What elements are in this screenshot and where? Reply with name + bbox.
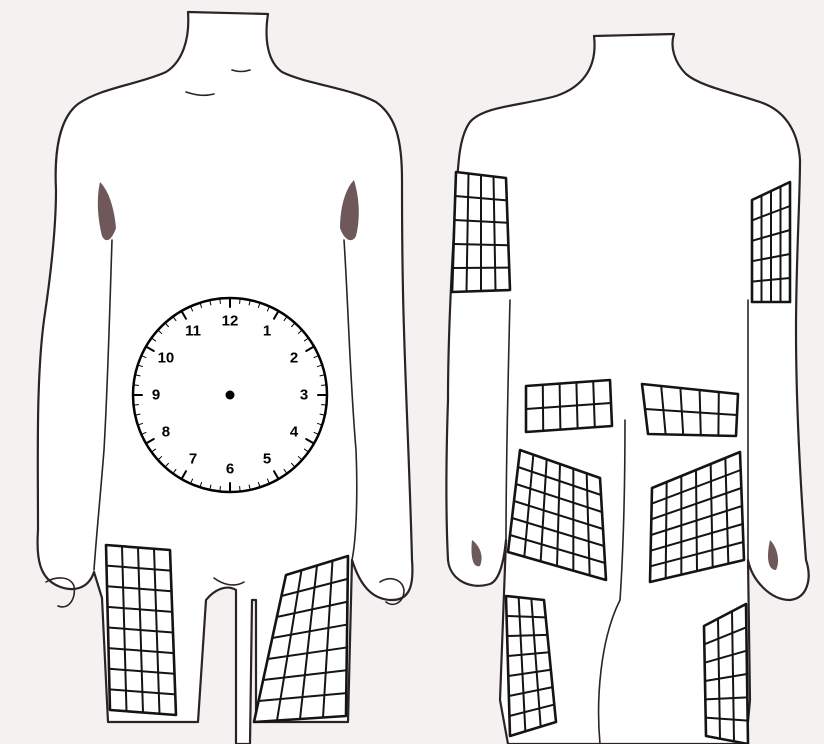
zone-back-arm-right <box>752 182 790 302</box>
zone-grid-row-line <box>507 635 547 636</box>
zone-back-thigh-right <box>704 604 748 744</box>
clock-number: 4 <box>290 424 299 441</box>
clock-number: 12 <box>222 313 239 330</box>
clock-number: 6 <box>226 461 234 478</box>
clock-number: 9 <box>152 387 160 404</box>
back-body-figure <box>447 34 809 744</box>
zone-back-flank-left <box>526 380 612 432</box>
clock-number: 2 <box>290 350 298 367</box>
zone-grid-row-line <box>507 616 546 617</box>
zone-front-thigh-left <box>106 545 176 715</box>
clock-number: 3 <box>300 387 308 404</box>
clock-number: 1 <box>263 322 271 339</box>
clock-number: 5 <box>263 451 271 468</box>
zone-grid-row-line <box>454 244 509 245</box>
back-body-outline <box>447 34 809 744</box>
clock-number: 10 <box>158 350 175 367</box>
clock-center-dot <box>226 391 235 400</box>
clock-number: 8 <box>162 424 170 441</box>
zone-back-arm-left <box>452 172 510 292</box>
clock-number: 7 <box>189 451 197 468</box>
zone-back-flank-right <box>642 384 738 436</box>
clock-number: 11 <box>185 322 201 339</box>
